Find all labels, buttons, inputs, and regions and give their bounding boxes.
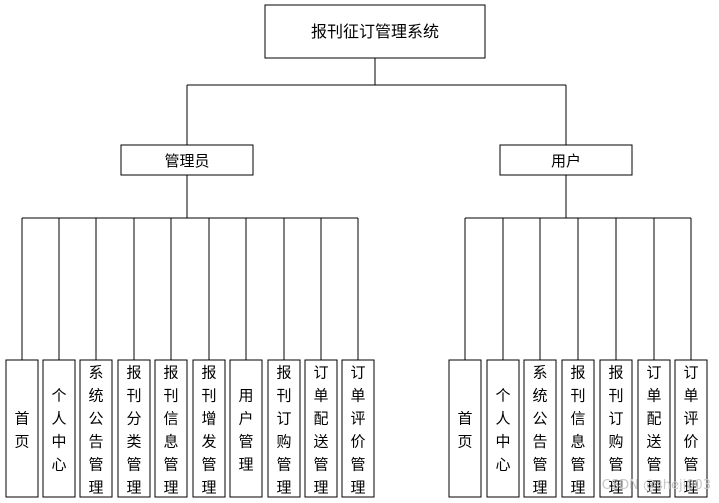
admin-leaf-label: 报刊增发管理	[201, 363, 216, 496]
user-leaf-box	[523, 359, 557, 498]
user-leaf-4: 报刊信息管理	[561, 359, 595, 498]
user-leaf-box	[561, 359, 595, 498]
admin-leaf-label: 个人中心	[51, 386, 66, 473]
user-leaf-label: 个人中心	[495, 386, 510, 473]
admin-leaf-2: 个人中心	[42, 359, 76, 498]
admin-child-connectors	[21, 218, 359, 360]
user-child-connectors	[464, 218, 692, 360]
admin-leaf-box	[154, 359, 188, 498]
user-leaf-group: 首页 个人中心 系统公告管理 报刊信息管理 报刊订购管理 订单配送管理 订单评价管理	[448, 359, 708, 498]
admin-leaf-group: 首页 个人中心 系统公告管理 报刊分类管理 报刊信息管理 报刊增发管理 用户管理 报刊订购管理…	[5, 359, 375, 498]
user-leaf-label: 系统公告管理	[532, 363, 547, 496]
admin-leaf-label: 订单配送管理	[313, 363, 328, 496]
user-leaf-box	[637, 359, 671, 498]
admin-leaf-label: 报刊分类管理	[126, 363, 141, 496]
admin-leaf-10: 订单评价管理	[341, 359, 375, 498]
user-leaf-5: 报刊订购管理	[599, 359, 633, 498]
root-label: 报刊征订管理系统	[311, 22, 439, 41]
user-leaf-label: 首页	[457, 409, 472, 450]
admin-leaf-8: 报刊订购管理	[267, 359, 301, 498]
user-leaf-1: 首页	[448, 359, 482, 498]
admin-leaf-label: 报刊信息管理	[163, 363, 178, 496]
admin-leaf-6: 报刊增发管理	[192, 359, 226, 498]
admin-leaf-box	[304, 359, 338, 498]
admin-label: 管理员	[164, 152, 209, 170]
user-leaf-2: 个人中心	[486, 359, 520, 498]
admin-leaf-box	[5, 359, 39, 498]
user-leaf-label: 报刊订购管理	[608, 363, 623, 496]
user-leaf-label: 报刊信息管理	[570, 363, 585, 496]
admin-leaf-7: 用户管理	[229, 359, 263, 498]
root-box	[264, 4, 486, 59]
user-leaf-box	[486, 359, 520, 498]
admin-leaf-1: 首页	[5, 359, 39, 498]
admin-leaf-box	[117, 359, 151, 498]
user-leaf-box	[599, 359, 633, 498]
watermark: CSDN @sheji003	[601, 478, 711, 493]
admin-leaf-label: 用户管理	[238, 386, 253, 473]
user-leaf-7: 订单评价管理	[674, 359, 708, 498]
user-leaf-3: 系统公告管理	[523, 359, 557, 498]
admin-leaf-box	[229, 359, 263, 498]
admin-leaf-label: 订单评价管理	[350, 363, 365, 496]
admin-leaf-box	[341, 359, 375, 498]
user-leaf-box	[674, 359, 708, 498]
user-leaf-box	[448, 359, 482, 498]
admin-leaf-box	[267, 359, 301, 498]
user-label: 用户	[551, 152, 581, 170]
admin-leaf-9: 订单配送管理	[304, 359, 338, 498]
admin-leaf-box	[79, 359, 113, 498]
user-box	[499, 144, 633, 176]
admin-leaf-label: 系统公告管理	[88, 363, 103, 496]
admin-leaf-5: 报刊信息管理	[154, 359, 188, 498]
admin-leaf-box	[192, 359, 226, 498]
admin-leaf-3: 系统公告管理	[79, 359, 113, 498]
user-leaf-label: 订单配送管理	[646, 363, 661, 496]
user-leaf-6: 订单配送管理	[637, 359, 671, 498]
user-leaf-label: 订单评价管理	[683, 363, 698, 496]
admin-leaf-4: 报刊分类管理	[117, 359, 151, 498]
admin-leaf-box	[42, 359, 76, 498]
admin-leaf-label: 首页	[14, 409, 29, 450]
admin-leaf-label: 报刊订购管理	[276, 363, 291, 496]
